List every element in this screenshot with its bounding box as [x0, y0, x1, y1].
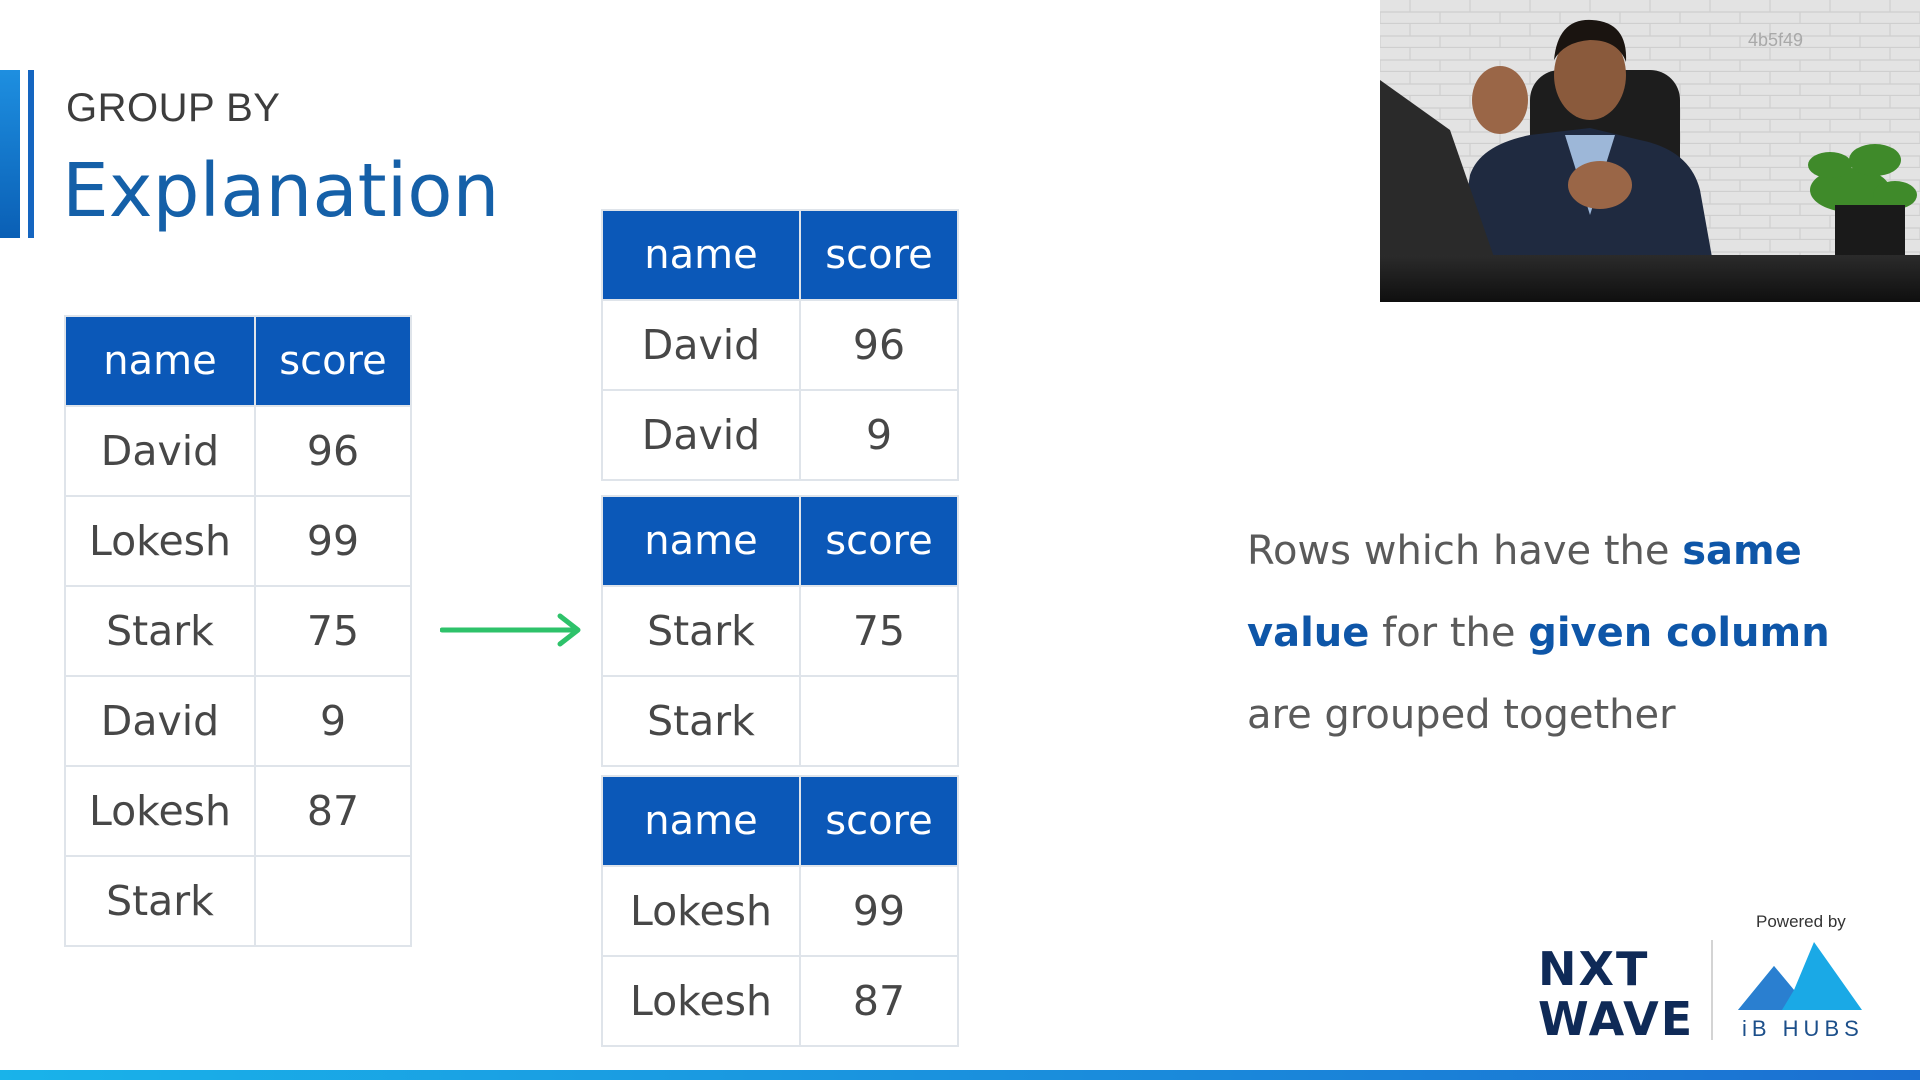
nxtwave-logo-line1: NXT: [1538, 942, 1650, 996]
cell-name: Lokesh: [601, 955, 801, 1047]
cell-score: 99: [799, 865, 959, 957]
table-row: Stark: [64, 855, 412, 947]
ib-hubs-logo-icon: [1738, 942, 1862, 1010]
cell-name: Lokesh: [601, 865, 801, 957]
table-header-row: name score: [601, 495, 959, 587]
video-watermark-code: 4b5f49: [1747, 30, 1803, 50]
nxtwave-logo-line2: WAVE: [1538, 992, 1695, 1046]
explanation-part: Rows which have the: [1247, 528, 1683, 574]
cell-score: 75: [799, 585, 959, 677]
table-row: Lokesh 99: [601, 865, 959, 957]
right-arrow-icon: [440, 613, 581, 647]
nxtwave-logo: NXT WAVE: [1538, 944, 1694, 1044]
header-score: score: [799, 209, 959, 301]
cell-name: David: [64, 405, 256, 497]
cell-score: 96: [254, 405, 412, 497]
header-name: name: [64, 315, 256, 407]
table-row: Lokesh 99: [64, 495, 412, 587]
slide-title: Explanation: [62, 148, 500, 234]
logo-divider: [1711, 940, 1713, 1040]
ib-hubs-logo-text: iB HUBS: [1742, 1016, 1864, 1041]
table-row: David 96: [601, 299, 959, 391]
header-score: score: [799, 495, 959, 587]
header-score: score: [254, 315, 412, 407]
cell-name: Stark: [64, 855, 256, 947]
grouped-table-lokesh: name score Lokesh 99 Lokesh 87: [601, 775, 959, 1047]
grouped-table-david: name score David 96 David 9: [601, 209, 959, 481]
explanation-part: are grouped together: [1247, 692, 1676, 738]
cell-score: 75: [254, 585, 412, 677]
cell-name: Lokesh: [64, 765, 256, 857]
cell-score: 9: [254, 675, 412, 767]
cell-name: David: [601, 389, 801, 481]
header-score: score: [799, 775, 959, 867]
cell-score: [799, 675, 959, 767]
explanation-highlight: value: [1247, 610, 1370, 656]
table-row: Stark: [601, 675, 959, 767]
table-header-row: name score: [601, 775, 959, 867]
cell-score: 87: [799, 955, 959, 1047]
cell-name: Stark: [601, 585, 801, 677]
header-name: name: [601, 495, 801, 587]
cell-name: Stark: [64, 585, 256, 677]
powered-by-label: Powered by: [1756, 912, 1846, 931]
explanation-highlight: given column: [1528, 610, 1830, 656]
table-header-row: name score: [64, 315, 412, 407]
cell-score: 87: [254, 765, 412, 857]
table-row: David 9: [601, 389, 959, 481]
title-accent-line: [28, 70, 34, 238]
cell-score: [254, 855, 412, 947]
bottom-accent-bar: [0, 1070, 1920, 1080]
original-table: name score David 96 Lokesh 99 Stark 75 D…: [64, 315, 412, 947]
table-row: David 9: [64, 675, 412, 767]
cell-name: Stark: [601, 675, 801, 767]
cell-name: Lokesh: [64, 495, 256, 587]
table-row: Lokesh 87: [64, 765, 412, 857]
instructor-video[interactable]: 4b5f49: [1380, 0, 1920, 302]
cell-score: 99: [254, 495, 412, 587]
table-row: Stark 75: [64, 585, 412, 677]
header-name: name: [601, 775, 801, 867]
cell-name: David: [601, 299, 801, 391]
table-row: David 96: [64, 405, 412, 497]
grouped-table-stark: name score Stark 75 Stark: [601, 495, 959, 767]
table-header-row: name score: [601, 209, 959, 301]
explanation-text: Rows which have the same value for the g…: [1247, 510, 1887, 756]
explanation-highlight: same: [1682, 528, 1802, 574]
header-name: name: [601, 209, 801, 301]
cell-score: 96: [799, 299, 959, 391]
cell-score: 9: [799, 389, 959, 481]
cell-name: David: [64, 675, 256, 767]
table-row: Stark 75: [601, 585, 959, 677]
table-row: Lokesh 87: [601, 955, 959, 1047]
title-accent-bar: [0, 70, 20, 238]
explanation-part: for the: [1369, 610, 1529, 656]
instructor-video-frame: [1380, 0, 1920, 302]
slide-subtitle: GROUP BY: [66, 86, 281, 130]
